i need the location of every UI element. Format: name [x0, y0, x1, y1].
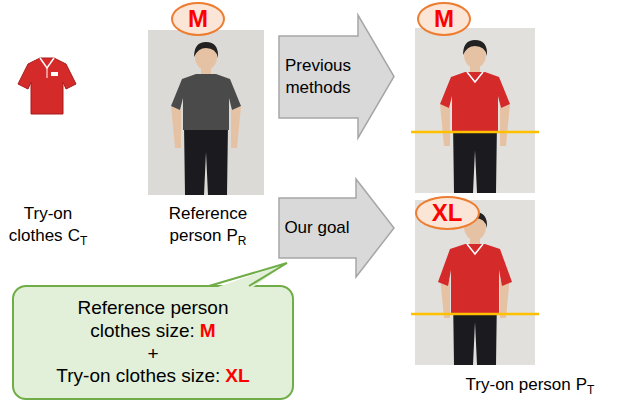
size-text: M: [434, 7, 454, 31]
block-arrow-outline: [279, 179, 394, 277]
polo-collar: [467, 72, 483, 82]
photo-background: [415, 200, 535, 365]
process-arrow: Our goal: [278, 178, 395, 278]
person-figure: [171, 42, 241, 195]
caption-label: Try-on clothesCT: [0, 203, 96, 247]
symbol-subscript: T: [80, 234, 87, 248]
callout-text: Try-on clothes size:: [56, 365, 220, 386]
arrow-label: Previous methods: [282, 55, 354, 99]
caption-text: Try-on person: [466, 375, 571, 394]
hem-line: [411, 131, 539, 134]
reference-photo: [148, 30, 264, 195]
shirt-collar: [40, 58, 54, 68]
callout-line: Reference person clothes size:M: [58, 297, 248, 343]
callout-text: Reference person clothes size:: [77, 297, 228, 341]
size-text: XL: [432, 201, 463, 225]
shirt-placket: [47, 68, 48, 78]
arrow-text-area: Our goal: [282, 198, 352, 258]
symbol-subscript: R: [238, 234, 247, 248]
symbol-letter: P: [576, 375, 587, 394]
shirt-body: [18, 58, 76, 114]
result-photo-m: [411, 28, 539, 193]
gray-tshirt: [171, 74, 241, 130]
block-arrow: [278, 178, 395, 278]
tail-fill: [209, 263, 287, 290]
polo-collar: [467, 244, 483, 254]
symbol-letter: C: [68, 226, 80, 245]
callout-line: +: [22, 343, 284, 366]
callout-tail: [14, 287, 15, 288]
block-arrow: [278, 14, 395, 139]
photo-background: [148, 30, 264, 195]
math-symbol: PT: [576, 375, 595, 394]
caption-text: Try-on clothes: [9, 204, 73, 245]
hem-line: [411, 313, 539, 316]
person-figure: [440, 40, 510, 193]
size-value: M: [200, 320, 216, 341]
photo-background: [415, 28, 535, 193]
size-text: M: [188, 7, 208, 31]
symbol-subscript: T: [587, 383, 594, 397]
math-symbol: CT: [68, 226, 88, 245]
callout-bubble: Reference person clothes size:M+Try-on c…: [12, 285, 294, 400]
size-badge: M: [171, 2, 225, 36]
red-polo-shirt: [440, 72, 510, 132]
symbol-letter: P: [226, 226, 237, 245]
size-value: XL: [225, 365, 249, 386]
block-arrow-outline: [279, 15, 394, 138]
caption-label: Try-on person PT: [440, 374, 620, 396]
arrow-text-area: Previous methods: [282, 36, 354, 118]
caption-text: Reference person: [169, 204, 247, 245]
shirt-logo: [51, 72, 58, 76]
callout-text: +: [147, 343, 158, 364]
shirt-image: [18, 58, 76, 114]
red-polo-shirt: [438, 244, 512, 314]
tail-outline: [209, 263, 287, 286]
arrow-label: Our goal: [284, 217, 349, 239]
size-badge: M: [417, 2, 471, 36]
size-badge: XL: [415, 196, 480, 230]
callout-line: Try-on clothes size:XL: [22, 365, 284, 388]
math-symbol: PR: [226, 226, 246, 245]
caption-label: Reference personPR: [160, 203, 256, 247]
result-photo-xl: [411, 200, 539, 365]
process-arrow: Previous methods: [278, 14, 395, 139]
